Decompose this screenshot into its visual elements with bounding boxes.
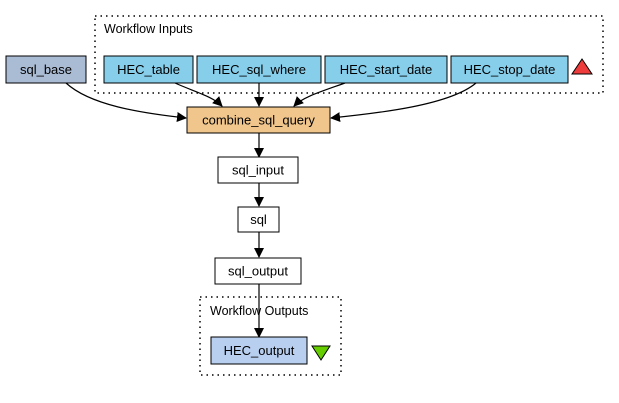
node-sql-output[interactable]: sql_output — [214, 257, 302, 285]
node-hec-start-date[interactable]: HEC_start_date — [324, 55, 448, 84]
edge-hec-start-date-to-combine — [293, 82, 346, 107]
node-hec-table-label: HEC_table — [117, 62, 180, 77]
node-sql-label: sql — [250, 212, 267, 227]
node-sql-input-label: sql_input — [232, 163, 284, 178]
node-sql-base-label: sql_base — [20, 62, 72, 77]
edge-hec-table-to-combine — [174, 82, 223, 107]
node-hec-stop-date-label: HEC_stop_date — [464, 62, 556, 77]
node-hec-output[interactable]: HEC_output — [210, 336, 308, 365]
node-hec-stop-date[interactable]: HEC_stop_date — [450, 55, 569, 84]
node-combine-sql-query-label: combine_sql_query — [202, 113, 315, 128]
green-down-triangle-icon — [311, 345, 331, 361]
workflow-inputs-label: Workflow Inputs — [104, 22, 193, 36]
inputs-marker — [571, 58, 593, 75]
edge-sql-base-to-combine — [65, 82, 187, 122]
node-hec-sql-where[interactable]: HEC_sql_where — [196, 55, 322, 84]
red-up-triangle-icon — [571, 58, 593, 75]
edges — [65, 82, 477, 338]
node-sql[interactable]: sql — [237, 206, 280, 233]
node-hec-table[interactable]: HEC_table — [103, 55, 194, 84]
node-combine-sql-query[interactable]: combine_sql_query — [186, 106, 331, 134]
node-sql-output-label: sql_output — [228, 264, 288, 279]
node-hec-sql-where-label: HEC_sql_where — [212, 62, 306, 77]
edge-hec-stop-date-to-combine — [330, 82, 477, 123]
outputs-marker — [311, 345, 331, 361]
node-hec-start-date-label: HEC_start_date — [340, 62, 433, 77]
node-hec-output-label: HEC_output — [224, 343, 295, 358]
node-sql-input[interactable]: sql_input — [217, 156, 299, 184]
node-sql-base[interactable]: sql_base — [5, 55, 87, 84]
workflow-inputs-cluster: Workflow Inputs — [94, 15, 604, 94]
